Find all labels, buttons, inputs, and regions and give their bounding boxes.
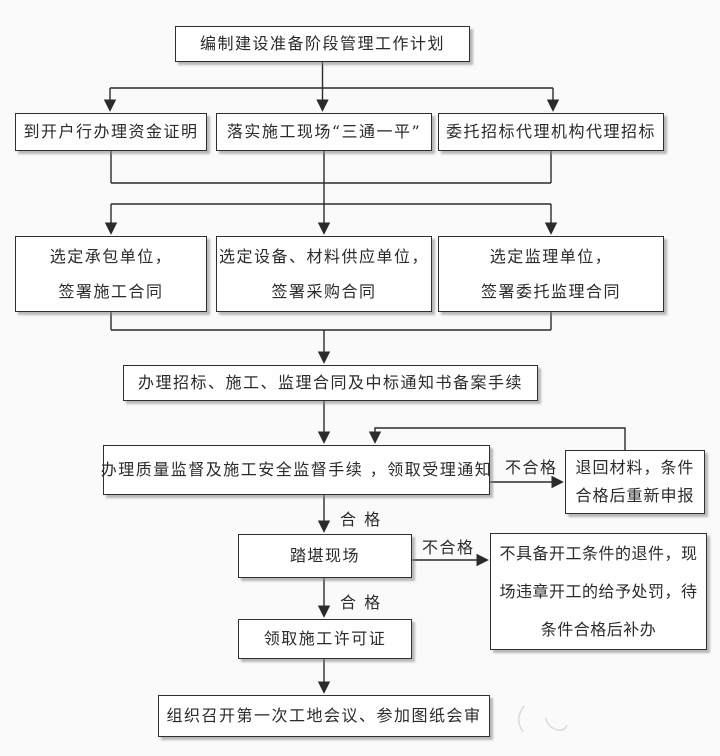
node-site-prep: 落实施工现场“三通一平”	[216, 113, 432, 151]
node-filing-label: 办理招标、施工、监理合同及中标通知书备案手续	[137, 373, 523, 392]
node-site-visit: 踏堪现场	[238, 534, 412, 578]
node-entrust-bid: 委托招标代理机构代理招标	[438, 113, 664, 151]
node-contractor-line1: 选定承包单位，	[49, 246, 173, 266]
node-contractor-line2: 签署施工合同	[58, 281, 164, 301]
node-plan: 编制建设准备阶段管理工作计划	[175, 26, 470, 62]
node-permit: 领取施工许可证	[238, 619, 412, 659]
node-return-materials: 退回材料，条件 合格后重新申报	[565, 450, 705, 514]
edge-label-unqualified-top: 不合格	[505, 458, 558, 477]
node-supplier-line1: 选定设备、材料供应单位，	[218, 246, 429, 266]
node-permit-label: 领取施工许可证	[263, 629, 387, 648]
node-supervisor: 选定监理单位， 签署委托监理合同	[438, 236, 664, 312]
node-fund-proof: 到开户行办理资金证明	[15, 113, 207, 151]
node-reject-penalty-line1: 不具备开工条件的退件，现	[499, 543, 698, 563]
edge-label-qualified-bottom: 合 格	[340, 593, 382, 612]
node-supplier: 选定设备、材料供应单位， 签署采购合同	[216, 236, 432, 312]
node-fund-proof-label: 到开户行办理资金证明	[23, 122, 199, 141]
node-first-meeting: 组织召开第一次工地会议、参加图纸会审	[158, 695, 490, 737]
node-reject-penalty: 不具备开工条件的退件，现 场违章开工的给予处罚，待 条件合格后补办	[490, 533, 707, 650]
node-return-materials-line1: 退回材料，条件	[575, 458, 695, 477]
node-contractor: 选定承包单位， 签署施工合同	[15, 236, 207, 312]
node-reject-penalty-line2: 场违章开工的给予处罚，待	[499, 581, 698, 601]
edge-label-unqualified-bottom: 不合格	[422, 538, 475, 557]
node-return-materials-line2: 合格后重新申报	[575, 486, 695, 505]
watermark	[517, 705, 568, 733]
node-plan-label: 编制建设准备阶段管理工作计划	[199, 34, 445, 53]
node-entrust-bid-label: 委托招标代理机构代理招标	[445, 122, 656, 141]
node-supervisor-line1: 选定监理单位，	[489, 246, 613, 266]
edge-label-qualified-top: 合 格	[340, 510, 382, 529]
node-supervisor-line2: 签署委托监理合同	[480, 281, 621, 301]
node-filing: 办理招标、施工、监理合同及中标通知书备案手续	[123, 365, 538, 401]
node-first-meeting-label: 组织召开第一次工地会议、参加图纸会审	[166, 706, 482, 725]
node-site-visit-label: 踏堪现场	[289, 546, 360, 565]
node-site-prep-label: 落实施工现场“三通一平”	[226, 122, 422, 141]
node-supplier-line2: 签署采购合同	[271, 281, 377, 301]
node-quality-supervision-label: 办理质量监督及施工安全监督手续 ，领取受理通知	[100, 460, 493, 479]
node-reject-penalty-line3: 条件合格后补办	[540, 619, 657, 639]
node-quality-supervision: 办理质量监督及施工安全监督手续 ，领取受理通知	[100, 445, 493, 495]
